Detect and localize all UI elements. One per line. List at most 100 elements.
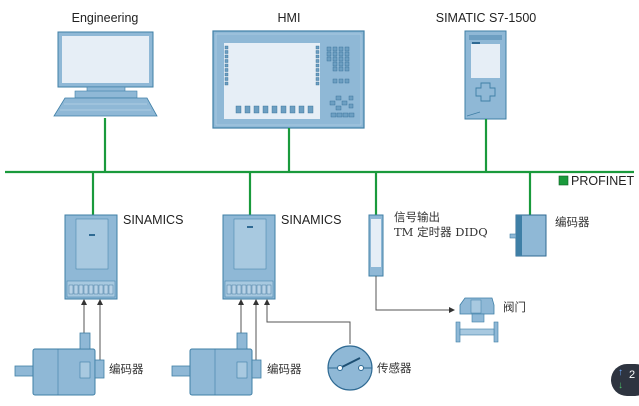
key xyxy=(224,63,229,68)
key xyxy=(241,284,247,295)
key xyxy=(335,105,342,111)
scroll-widget[interactable]: ↑ 2 ↓ xyxy=(611,364,639,396)
signal-lines xyxy=(81,276,455,360)
motor-1-encoder-label: 编码器 xyxy=(109,362,144,376)
key xyxy=(253,105,260,114)
key xyxy=(338,66,344,72)
motor-2-encoder-label: 编码器 xyxy=(267,362,302,376)
hmi-label: HMI xyxy=(278,11,301,25)
key xyxy=(289,105,296,114)
drive-unit-icon xyxy=(222,214,276,300)
key xyxy=(298,105,305,114)
key xyxy=(224,45,229,50)
sensor-label: 传感器 xyxy=(377,361,412,375)
key xyxy=(338,61,344,67)
sinamics-1-label: SINAMICS xyxy=(123,213,183,227)
key xyxy=(344,51,350,57)
key xyxy=(338,46,344,52)
key xyxy=(332,66,338,72)
key xyxy=(326,46,332,52)
hmi-panel-icon xyxy=(212,30,365,129)
key xyxy=(315,68,320,72)
sensor-switch-icon xyxy=(327,345,373,391)
key xyxy=(88,284,94,295)
key xyxy=(256,284,262,295)
key xyxy=(78,284,84,295)
key xyxy=(344,56,350,62)
key xyxy=(341,100,348,106)
key xyxy=(224,54,229,59)
sinamics-2-label: SINAMICS xyxy=(281,213,341,227)
key xyxy=(224,50,229,54)
key xyxy=(93,284,99,295)
key xyxy=(315,45,320,50)
profinet-legend-swatch xyxy=(558,175,569,186)
key xyxy=(73,284,79,295)
key xyxy=(315,72,320,77)
key xyxy=(315,50,320,54)
plc-label: SIMATIC S7-1500 xyxy=(436,11,537,25)
key xyxy=(332,61,338,67)
key xyxy=(251,284,257,295)
key xyxy=(98,284,104,295)
key xyxy=(224,68,229,72)
key xyxy=(315,59,320,63)
key xyxy=(246,284,252,295)
servo-motor-icon xyxy=(171,332,262,396)
key xyxy=(266,284,272,295)
key xyxy=(344,78,350,84)
key xyxy=(315,81,320,86)
key xyxy=(348,95,354,101)
key xyxy=(332,51,338,57)
laptop-workstation-icon xyxy=(53,31,158,117)
key xyxy=(348,103,354,109)
key xyxy=(330,112,337,118)
key xyxy=(307,105,314,114)
servo-motor-icon xyxy=(14,332,105,396)
arrow-up-icon[interactable]: ↑ xyxy=(618,367,623,378)
encoder-net-label: 编码器 xyxy=(555,215,590,229)
valve-label: 阀门 xyxy=(503,300,526,314)
io-module-icon xyxy=(368,214,384,277)
key xyxy=(236,284,242,295)
key xyxy=(224,77,229,81)
key xyxy=(68,284,74,295)
key xyxy=(224,72,229,77)
key xyxy=(326,51,332,57)
key xyxy=(338,51,344,57)
arrow-down-icon[interactable]: ↓ xyxy=(618,380,623,391)
key xyxy=(226,284,232,295)
key xyxy=(326,56,332,62)
key xyxy=(83,284,89,295)
key xyxy=(315,77,320,81)
key xyxy=(329,100,336,106)
key xyxy=(231,284,237,295)
key xyxy=(338,56,344,62)
key xyxy=(348,112,355,118)
key xyxy=(235,105,242,114)
encoder-icon xyxy=(509,214,547,257)
key xyxy=(315,54,320,59)
key xyxy=(271,105,278,114)
key xyxy=(103,284,109,295)
profinet-legend-label: PROFINET xyxy=(571,174,635,188)
key xyxy=(224,81,229,86)
key xyxy=(244,105,251,114)
key xyxy=(342,112,349,118)
key xyxy=(332,46,338,52)
key xyxy=(262,105,269,114)
key xyxy=(344,46,350,52)
key xyxy=(332,78,338,84)
tm-module-label-line2: TM 定时器 DIDQ xyxy=(394,225,488,239)
plc-cpu-icon xyxy=(464,30,507,120)
engineering-label: Engineering xyxy=(72,11,139,25)
tm-module-label-line1: 信号输出 xyxy=(394,210,440,224)
drive-unit-icon xyxy=(64,214,118,300)
widget-count: 2 xyxy=(629,369,636,381)
profinet-bus xyxy=(5,118,634,216)
key xyxy=(332,56,338,62)
key xyxy=(338,78,344,84)
key xyxy=(224,59,229,63)
key xyxy=(108,284,114,295)
